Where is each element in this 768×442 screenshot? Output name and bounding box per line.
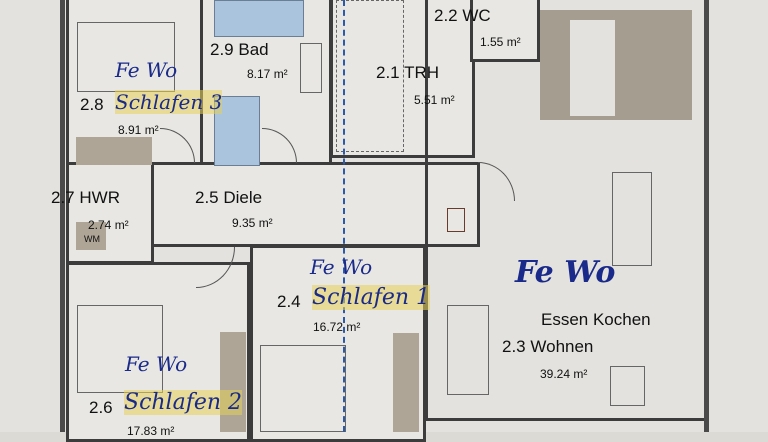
kitchen-inner: [570, 20, 615, 116]
kitchen-counter: [540, 10, 692, 120]
outer-wall-right: [704, 0, 709, 432]
room-2-7-label: 2.7 HWR: [51, 188, 120, 207]
room-2-8-handwritten-top: Fe Wo: [115, 58, 178, 82]
sofa: [447, 305, 489, 395]
wardrobe-2-4: [393, 333, 419, 432]
room-2-4-handwritten-top: Fe Wo: [310, 255, 373, 279]
dining-table: [612, 172, 652, 266]
room-2-3-handwritten: Fe Wo: [515, 255, 616, 290]
room-2-2-outline: [470, 0, 540, 62]
staircase: [336, 0, 404, 152]
room-2-1-outline: [330, 0, 475, 158]
wardrobe-2-8: [76, 137, 152, 165]
room-2-8-id: 2.8: [80, 95, 104, 114]
room-2-5-label: 2.5 Diele: [195, 188, 263, 207]
room-2-6-handwritten-top: Fe Wo: [125, 352, 188, 376]
room-2-6-id: 2.6: [89, 398, 113, 417]
room-2-1-area: 5.51 m²: [414, 93, 455, 107]
washing-machine-label: WM: [84, 234, 100, 244]
room-2-9-area: 8.17 m²: [247, 67, 288, 81]
room-2-4-area: 16.72 m²: [313, 320, 361, 334]
outer-wall-left: [60, 0, 65, 432]
bathtub: [300, 43, 322, 93]
axis-line: [343, 0, 345, 432]
room-2-5-area: 9.35 m²: [232, 216, 273, 230]
room-2-6-handwritten-name: Schlafen 2: [124, 390, 243, 415]
room-2-4-handwritten-name: Schlafen 1: [312, 285, 431, 310]
chimney: [447, 208, 465, 232]
washing-machine: [76, 222, 106, 250]
coffee-table: [610, 366, 645, 406]
room-2-3-name-line1: Essen Kochen: [541, 310, 651, 329]
room-2-6-area: 17.83 m²: [127, 424, 175, 438]
room-2-2-area: 1.55 m²: [480, 35, 521, 49]
wardrobe-2-6: [220, 332, 246, 432]
bed-2-6: [77, 305, 163, 393]
room-2-1-label: 2.1 TRH: [376, 63, 440, 82]
room-2-7-area: 2.74 m²: [88, 218, 129, 232]
floor-plan: 2.9 Bad 8.17 m² 2.1 TRH 5.51 m² 2.2 WC 1…: [51, 0, 709, 442]
room-2-9-label: 2.9 Bad: [210, 40, 269, 59]
room-2-4-id: 2.4: [277, 292, 301, 311]
shower-top: [214, 0, 304, 37]
room-2-2-label: 2.2 WC: [434, 6, 491, 25]
room-2-8-area: 8.91 m²: [118, 123, 159, 137]
room-2-3-label: 2.3 Wohnen: [502, 337, 594, 356]
room-2-8-handwritten-name: Schlafen 3: [115, 90, 223, 114]
bed-2-4: [260, 345, 346, 432]
room-2-3-area: 39.24 m²: [540, 367, 588, 381]
shower-bottom: [214, 96, 260, 166]
